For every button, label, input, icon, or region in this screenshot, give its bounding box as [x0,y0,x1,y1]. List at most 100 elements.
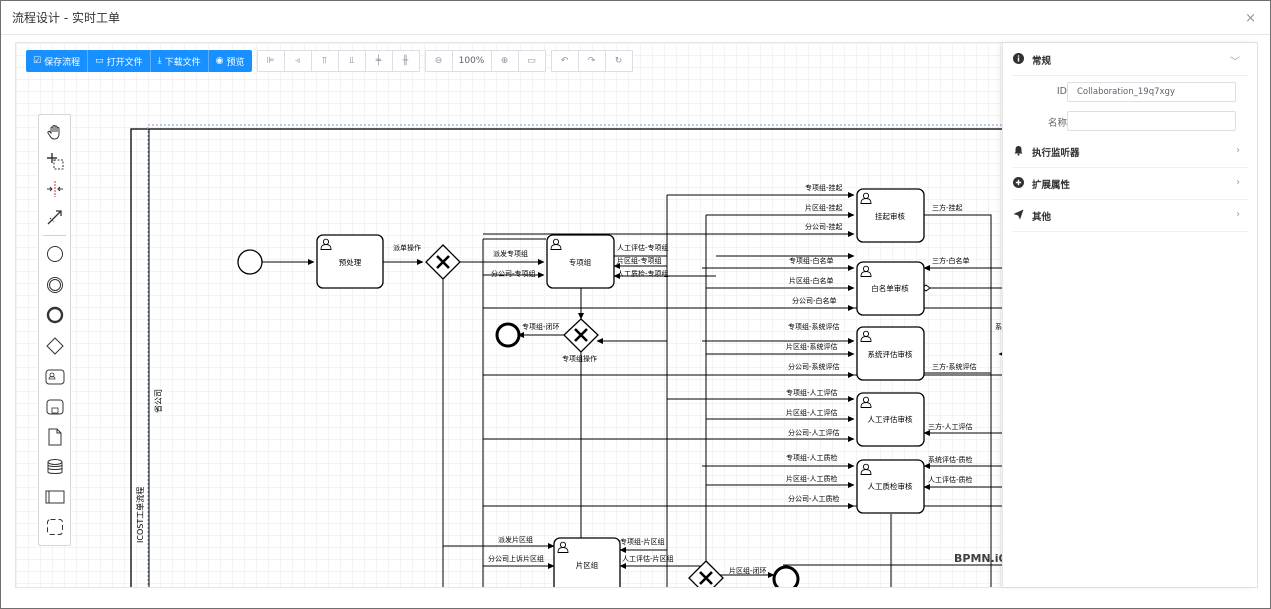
flow-label: 分公司上诉片区组 [488,554,544,563]
zoom-in-button[interactable]: ⊕ [490,50,519,72]
general-section-header[interactable]: 常规 ﹀ [1013,45,1248,76]
data-store-icon[interactable] [39,454,70,480]
sequence-flows[interactable] [262,192,1005,588]
extension-section-title: 扩展属性 [1032,180,1071,191]
flow-label: 片区组-专项组 [617,256,662,265]
pool-label: ICOST工单流程 [135,487,145,543]
task-whitelist-review[interactable]: 白名单审核 [856,261,925,316]
svg-text:系统评估审核: 系统评估审核 [868,349,913,359]
align-top-button[interactable]: ⫪ [310,50,339,72]
other-section-title: 其他 [1032,212,1052,223]
chevron-down-icon: ﹀ [1230,57,1240,68]
name-row: 名称 [1013,111,1248,133]
flow-label: 分公司-白名单 [792,296,837,305]
align-middle-button[interactable]: ╫ [391,50,420,72]
pool[interactable]: ICOST工单流程 省公司 [130,124,1258,588]
hand-tool-icon[interactable] [39,119,70,145]
save-icon: ☑ [33,56,42,66]
bpmn-canvas[interactable]: ICOST工单流程 省公司 [16,43,1258,588]
flow-label: 三方-人工评估 [928,422,973,431]
end-event-icon[interactable] [39,302,70,328]
lasso-tool-icon[interactable] [39,148,70,174]
flow-label: 人工质检-专项组 [617,269,669,278]
task-system-eval-review[interactable]: 系统评估审核 [856,326,925,381]
download-file-button[interactable]: ⤓ 下载文件 [150,50,209,72]
task-suspend-review[interactable]: 挂起审核 [856,188,925,243]
align-right-icon: ⫣ [294,56,301,66]
exclusive-gateway[interactable] [688,560,724,588]
preview-button[interactable]: ◉ 预览 [208,50,252,72]
connect-tool-icon[interactable] [39,204,70,230]
flow-label: 专项组-闭环 [522,322,560,331]
task-district-group[interactable]: 片区组 [553,537,621,588]
zoom-in-icon: ⊕ [500,56,509,66]
zoom-out-button[interactable]: ⊖ [424,50,453,72]
zoom-out-icon: ⊖ [434,56,443,66]
space-tool-icon[interactable] [39,176,70,202]
refresh-icon: ↻ [614,56,623,66]
align-left-button[interactable]: ⊫ [256,50,285,72]
listeners-section-title: 执行监听器 [1032,148,1080,159]
zoom-button-group: ⊖ 100% ⊕ ▭ [424,50,546,72]
close-icon[interactable]: × [1245,11,1256,26]
task-manual-eval-review[interactable]: 人工评估审核 [856,392,925,447]
dialog-header: 流程设计 - 实时工单 × [1,1,1270,35]
flow-label: 三方-系统评估 [932,362,977,371]
align-button-group: ⊫ ⫣ ⫪ ⫫ ╪ ╫ [256,50,420,72]
name-label: 名称 [1047,118,1067,129]
task-special-group[interactable]: 专项组 [546,234,615,289]
data-object-icon[interactable] [39,424,70,450]
flow-label: 片区组-人工质检 [786,474,838,483]
extension-section-header[interactable]: 扩展属性 › [1013,169,1248,200]
align-bottom-button[interactable]: ⫫ [337,50,366,72]
send-icon [1013,209,1027,223]
start-event-icon[interactable] [39,241,70,267]
flow-label: 派发专项组 [493,249,528,258]
fit-view-button[interactable]: ▭ [517,50,546,72]
name-input[interactable] [1067,111,1236,131]
align-right-button[interactable]: ⫣ [283,50,312,72]
align-top-icon: ⫪ [321,56,328,66]
flow-labels: 派单操作 派发专项组 分公司-专项组 专项组-闭环 专项组操作 人工评估-专项组… [393,183,1002,575]
gateway-icon[interactable] [39,333,70,359]
start-event[interactable] [237,249,263,275]
user-task-icon[interactable] [39,364,70,390]
save-process-button[interactable]: ☑ 保存流程 [26,50,89,72]
redo-icon: ↷ [587,56,596,66]
reset-button[interactable]: ↻ [604,50,633,72]
pool-icon[interactable] [39,484,70,510]
undo-button[interactable]: ↶ [550,50,579,72]
flow-label: 派单操作 [393,243,421,252]
id-input[interactable] [1067,82,1236,102]
chevron-right-icon: › [1236,177,1240,188]
fit-view-icon: ▭ [527,56,536,66]
align-center-button[interactable]: ╪ [364,50,393,72]
svg-text:片区组: 片区组 [576,560,599,570]
subprocess-icon[interactable] [39,394,70,420]
bpmn-io-logo[interactable]: BPMN.iO [954,552,1008,565]
flow-label: 分公司-专项组 [491,269,536,278]
folder-icon: ▭ [95,56,104,66]
group-icon[interactable] [39,514,70,540]
properties-panel: 常规 ﹀ ID 名称 执行监听器 › 扩展属性 › [1002,43,1257,587]
flow-label: 专项组-挂起 [805,183,843,192]
open-file-button[interactable]: ▭ 打开文件 [88,50,151,72]
end-event[interactable] [495,322,521,348]
end-event[interactable] [772,565,800,588]
exclusive-gateway[interactable] [425,244,461,280]
history-button-group: ↶ ↷ ↻ [550,50,633,72]
file-button-group: ☑ 保存流程 ▭ 打开文件 ⤓ 下载文件 ◉ 预览 [26,50,252,72]
exclusive-gateway[interactable] [563,318,599,353]
task-manual-qc-review[interactable]: 人工质检审核 [856,459,925,514]
redo-button[interactable]: ↷ [577,50,606,72]
task-preprocess[interactable]: 预处理 [316,234,384,289]
dialog-title: 流程设计 - 实时工单 [12,11,120,25]
listeners-section-header[interactable]: 执行监听器 › [1013,137,1248,168]
flow-label: 分公司-挂起 [805,222,843,231]
lane-label: 省公司 [153,389,163,413]
id-row: ID [1013,82,1248,104]
intermediate-event-icon[interactable] [39,272,70,298]
other-section-header[interactable]: 其他 › [1013,201,1248,232]
chevron-right-icon: › [1236,145,1240,156]
